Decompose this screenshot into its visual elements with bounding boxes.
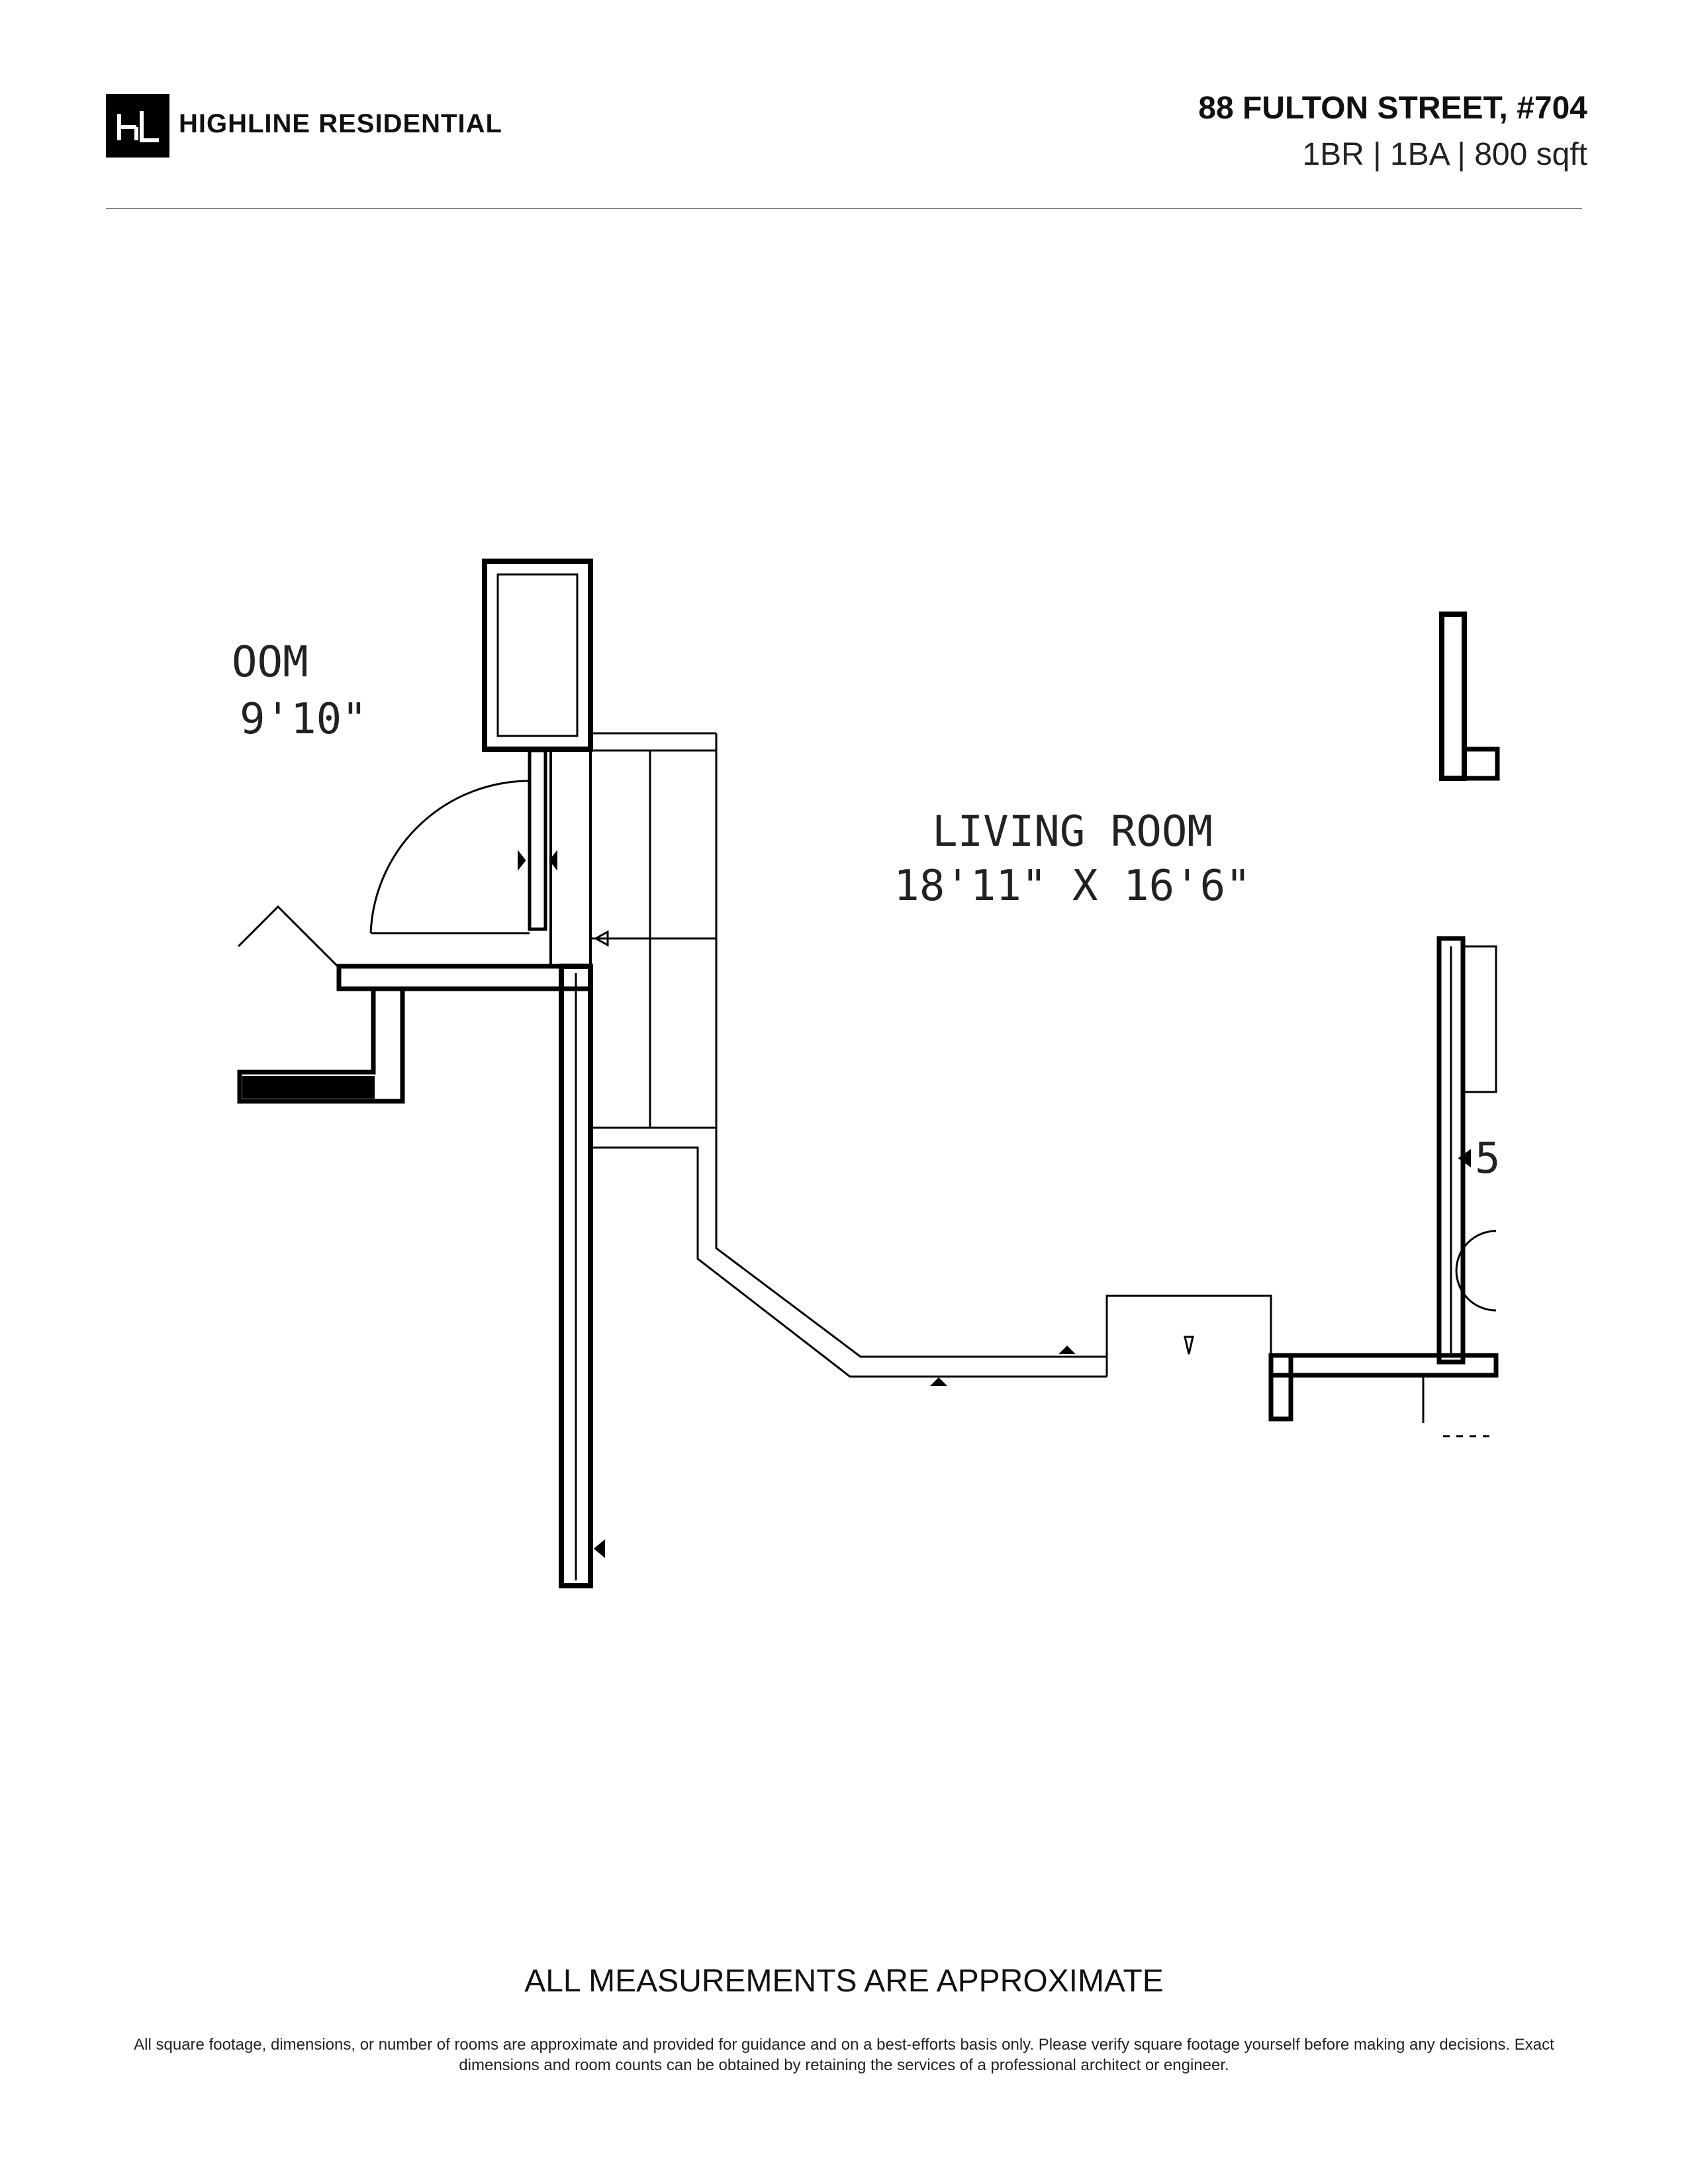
counter-marker: [593, 930, 609, 947]
wall-fill: [242, 1076, 375, 1099]
listing-address: 88 FULTON STREET, #704: [1198, 91, 1587, 126]
listing-specs: 1BR | 1BA | 800 sqft: [1302, 137, 1587, 172]
counter-marker: [1184, 1336, 1194, 1355]
header-divider: [106, 208, 1582, 209]
disclaimer-text: All square footage, dimensions, or numbe…: [134, 2036, 1554, 2074]
door-swing-arc: [369, 780, 530, 934]
wall-right-vertical: [1436, 936, 1466, 1365]
counter-outline: [590, 1126, 1272, 1358]
wall-horizontal: [336, 964, 593, 991]
wall-stub: [1268, 1353, 1293, 1422]
hl-logo-icon: [117, 111, 159, 142]
door-marker: [549, 850, 557, 871]
living-room-name: LIVING ROOM: [932, 807, 1213, 856]
wall-long-vertical: [559, 964, 593, 1588]
counter-outline-inner: [590, 1146, 1107, 1378]
wall-marker: [1458, 1149, 1471, 1167]
counter-marker: [930, 1377, 947, 1386]
counter-marker: [1058, 1345, 1076, 1354]
bath-fixture: [1463, 945, 1497, 1093]
measurements-note: ALL MEASUREMENTS ARE APPROXIMATE: [524, 1964, 1164, 1999]
wall-top-right-foot: [1464, 747, 1500, 781]
brand-name: HIGHLINE RESIDENTIAL: [179, 109, 502, 138]
wall-closet-top: [482, 559, 593, 752]
room-dimensions-partial: 9'10": [240, 695, 367, 744]
wall-door-jamb: [528, 749, 547, 931]
bath-label-partial: 5: [1475, 1134, 1501, 1183]
brand-logo: [106, 94, 169, 158]
living-room-dimensions: 18'11" X 16'6": [894, 862, 1250, 911]
door-marker: [518, 850, 526, 871]
bath-fixture-arc: [1455, 1230, 1497, 1312]
wall-top-right: [1439, 612, 1467, 781]
wall-stepped: [237, 989, 405, 1104]
wall-marker: [593, 1539, 605, 1559]
room-name-partial: OOM: [232, 638, 308, 687]
wall-angled: [237, 905, 339, 968]
wall-closet-inner: [496, 573, 579, 737]
